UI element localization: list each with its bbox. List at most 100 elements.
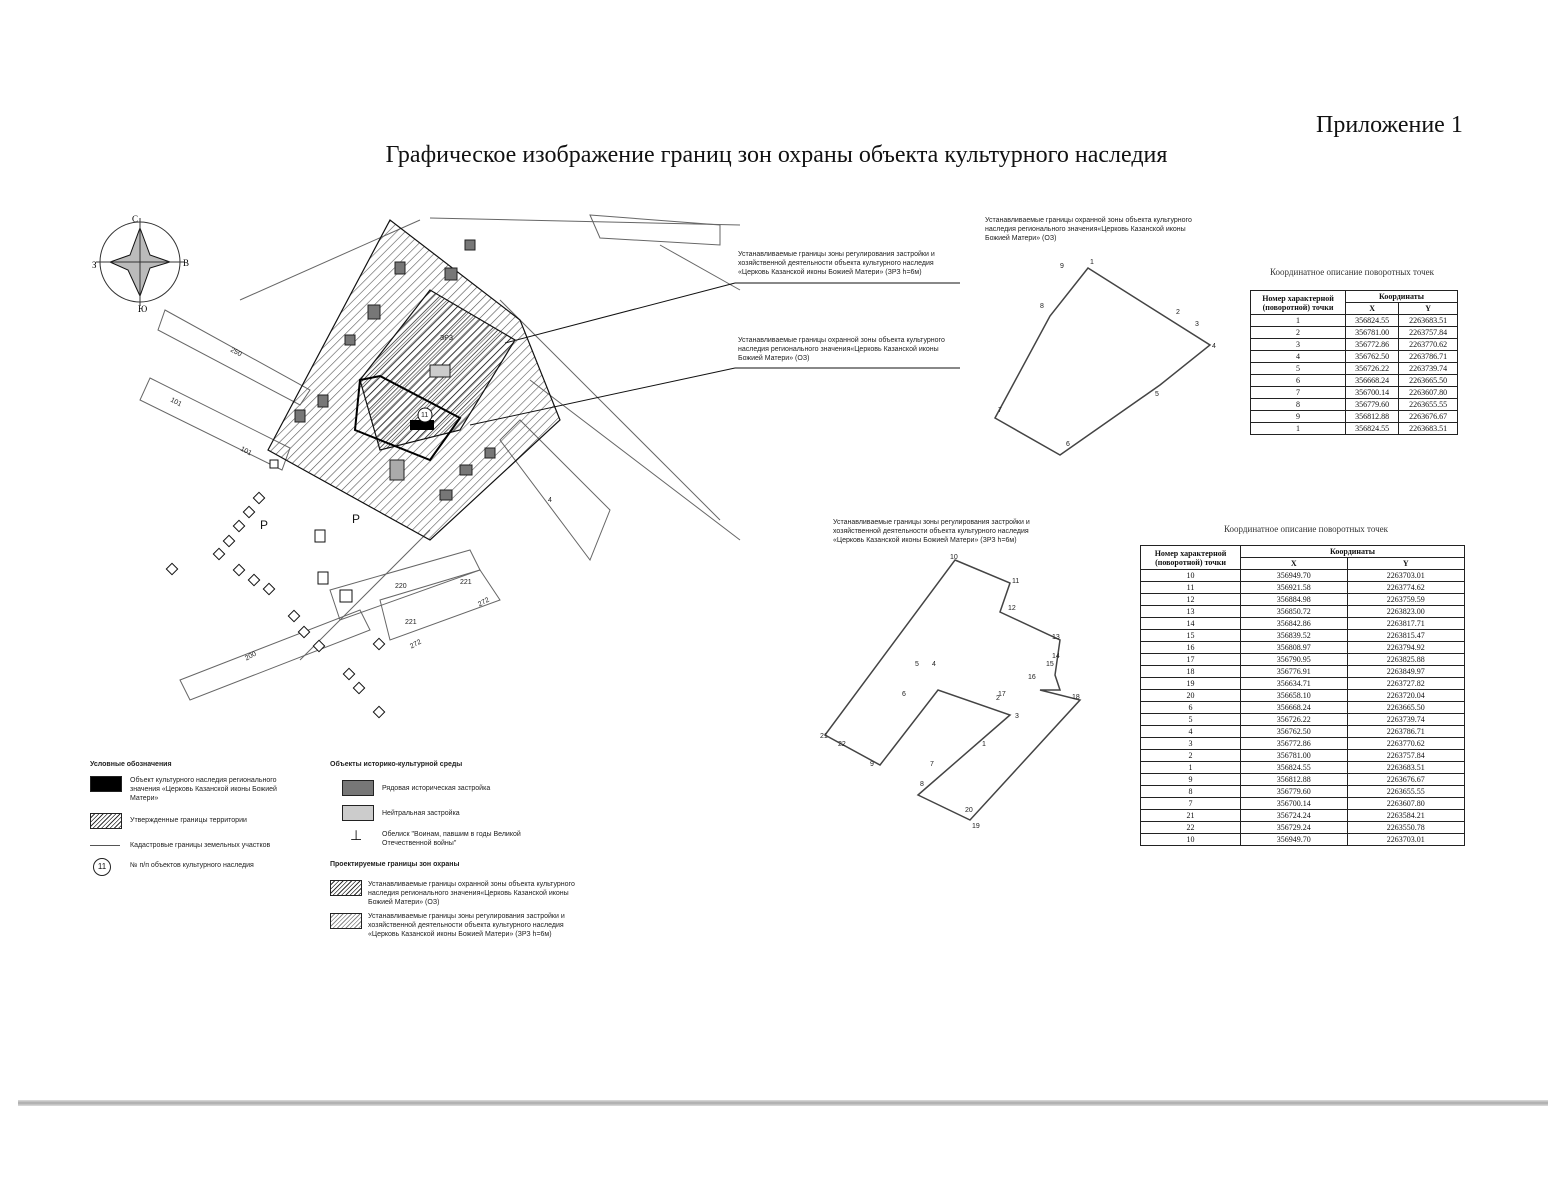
cell-y: 2263739.74	[1398, 362, 1458, 375]
cell-point: 16	[1140, 641, 1241, 654]
legend-number: № п/п объектов культурного наследия	[130, 862, 254, 869]
cell-x: 356668.24	[1344, 374, 1400, 387]
parking-label: Р	[260, 518, 269, 532]
zrz-point-label: 14	[1052, 653, 1060, 660]
cell-point: 9	[1250, 410, 1346, 423]
cell-point: 10	[1140, 833, 1241, 846]
cell-point: 19	[1140, 677, 1241, 690]
cell-point: 22	[1140, 821, 1241, 834]
zrz-point-label: 2	[996, 695, 1000, 702]
legend-zrz-swatch	[330, 913, 362, 929]
zrz-point-label: 6	[902, 691, 906, 698]
oz-point-label: 3	[1195, 321, 1199, 328]
legend-heading: Условные обозначения	[90, 761, 172, 768]
cell-point: 1	[1250, 314, 1346, 327]
zrz-point-label: 7	[930, 761, 934, 768]
cell-y: 2263823.00	[1346, 605, 1466, 618]
oz-point-label: 8	[1040, 303, 1044, 310]
cell-point: 8	[1250, 398, 1346, 411]
legend-territory: Утвержденные границы территории	[130, 817, 247, 824]
legend-neutral: Нейтральная застройка	[382, 810, 460, 817]
cell-x: 356790.95	[1240, 653, 1348, 666]
cell-x: 356668.24	[1240, 701, 1348, 714]
cell-point: 4	[1250, 350, 1346, 363]
col-y: Y	[1398, 302, 1458, 315]
compass-west: З	[92, 260, 97, 270]
cell-point: 12	[1140, 593, 1241, 606]
zone-label: ЗРЗ	[440, 335, 453, 342]
zrz-scheme-polygon	[823, 559, 1082, 821]
zrz-point-label: 11	[1012, 578, 1020, 585]
col-coords: Координаты	[1345, 290, 1458, 303]
cell-point: 4	[1140, 725, 1241, 738]
zrz-point-label: 9	[870, 761, 874, 768]
legend-object-swatch	[90, 776, 122, 792]
cell-y: 2263703.01	[1346, 569, 1466, 582]
cell-x: 356724.24	[1240, 809, 1348, 822]
cell-point: 6	[1140, 701, 1241, 714]
zrz-point-label: 18	[1072, 694, 1080, 701]
cell-point: 1	[1250, 422, 1346, 435]
cell-y: 2263703.01	[1346, 833, 1466, 846]
cell-point: 11	[1140, 581, 1241, 594]
zrz-point-label: 17	[998, 691, 1006, 698]
cell-x: 356949.70	[1240, 833, 1348, 846]
cell-y: 2263665.50	[1346, 701, 1466, 714]
zrz-point-label: 15	[1046, 661, 1054, 668]
parcel-number: 221	[405, 619, 417, 626]
cell-x: 356729.24	[1240, 821, 1348, 834]
cell-point: 7	[1140, 797, 1241, 810]
col-x: X	[1344, 302, 1400, 315]
coords-table-zrz: Номер характерной (поворотной) точки Коо…	[1140, 545, 1466, 846]
compass-rose	[96, 218, 184, 306]
oz-point-label: 2	[1176, 309, 1180, 316]
cell-point: 17	[1140, 653, 1241, 666]
cell-point: 21	[1140, 809, 1241, 822]
cell-x: 356824.55	[1344, 422, 1400, 435]
zrz-point-label: 3	[1015, 713, 1019, 720]
cell-x: 356634.71	[1240, 677, 1348, 690]
cell-y: 2263676.67	[1346, 773, 1466, 786]
zrz-point-label: 19	[972, 823, 980, 830]
parcel-number: 221	[460, 579, 472, 586]
cell-y: 2263774.62	[1346, 581, 1466, 594]
oz-point-label: 6	[1066, 441, 1070, 448]
cell-x: 356781.00	[1344, 326, 1400, 339]
cell-y: 2263849.97	[1346, 665, 1466, 678]
legend-object: Объект культурного наследия региональног…	[130, 777, 277, 802]
cell-point: 9	[1140, 773, 1241, 786]
legend-proj-heading: Проектируемые границы зон охраны	[330, 861, 460, 868]
cell-x: 356839.52	[1240, 629, 1348, 642]
legend-territory-swatch	[90, 813, 122, 829]
cell-y: 2263655.55	[1346, 785, 1466, 798]
cell-y: 2263759.59	[1346, 593, 1466, 606]
table2-caption: Координатное описание поворотных точек	[1224, 524, 1389, 534]
cell-x: 356726.22	[1240, 713, 1348, 726]
cell-y: 2263683.51	[1398, 314, 1458, 327]
cell-y: 2263794.92	[1346, 641, 1466, 654]
cell-x: 356850.72	[1240, 605, 1348, 618]
col-x: X	[1240, 557, 1348, 570]
zrz-point-label: 5	[915, 661, 919, 668]
cell-point: 2	[1140, 749, 1241, 762]
zrz-scheme-note: Устанавливаемые границы зоны регулирован…	[833, 519, 1030, 544]
cell-y: 2263825.88	[1346, 653, 1466, 666]
legend-historic-swatch	[342, 780, 374, 796]
legend-cadastral-line	[90, 845, 120, 846]
cell-y: 2263786.71	[1398, 350, 1458, 363]
